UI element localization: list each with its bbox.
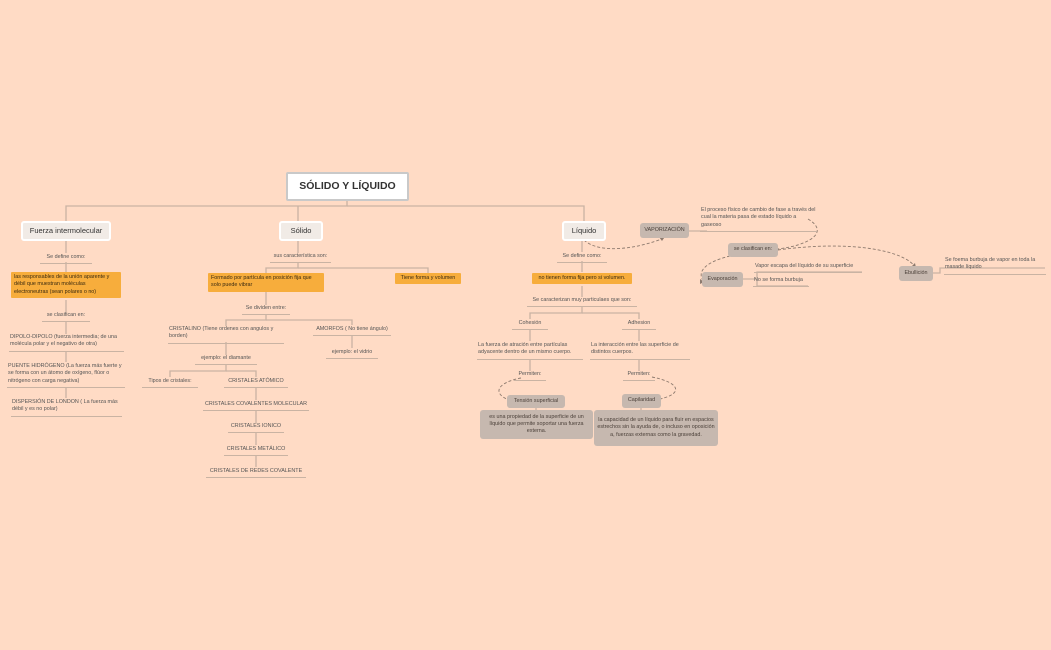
evaporacion[interactable]: Evaporación	[702, 272, 743, 287]
fuerza-definicion[interactable]: las responsables de la unión aparente y …	[11, 272, 121, 298]
solido-caracteristicas[interactable]: sus característica son:	[270, 253, 331, 264]
root-topic[interactable]: SÓLIDO Y LÍQUIDO	[286, 172, 409, 201]
cohesion-permiten[interactable]: Permiten:	[514, 371, 546, 382]
solido-amorfos[interactable]: AMORFOS ( No tiene ángulo)	[313, 326, 391, 337]
vaporizacion-definicion[interactable]: El proceso físico de cambio de fase a tr…	[700, 207, 817, 232]
ebullicion-definicion[interactable]: Se foema burbuja de vapor en toda la mas…	[944, 257, 1046, 275]
fuerza-puente-hidrogeno[interactable]: PUENTE HIDRÓGENO (La fuerza más fuerte y…	[7, 363, 125, 388]
fuerza-dispersion-london[interactable]: DISPERSIÓN DE LONDON ( La fuerza más déb…	[11, 399, 122, 417]
fuerza-se-define[interactable]: Se define como:	[40, 254, 92, 265]
adhesion-permiten[interactable]: Permiten:	[623, 371, 655, 382]
cristal-atomico[interactable]: CRISTALES ATÓMICO	[224, 378, 288, 389]
topic-fuerza-intermolecular[interactable]: Fuerza intermolecular	[21, 221, 111, 241]
vaporizacion[interactable]: VAPORIZACIÓN	[640, 223, 689, 238]
adhesion-definicion[interactable]: La interacción entre las superficie de d…	[590, 342, 690, 360]
liquido-adhesion[interactable]: Adhesion	[622, 320, 656, 331]
topic-liquido[interactable]: Líquido	[562, 221, 606, 241]
liquido-no-tienen-forma[interactable]: no tienen forma fija pero si volumen.	[532, 273, 632, 285]
solido-tiene-forma[interactable]: Tiene forma y volumen	[395, 273, 461, 285]
solido-se-dividen[interactable]: Se dividen entre:	[242, 305, 290, 316]
cristal-redes-covalente[interactable]: CRISTALES DE REDES COVALENTE	[206, 468, 306, 479]
ebullicion[interactable]: Ebullición	[899, 266, 933, 281]
tension-definicion[interactable]: es una propiedad de la superficie de un …	[480, 410, 593, 439]
solido-formado[interactable]: Formado por partícula en posición fija q…	[208, 273, 324, 292]
cristal-metalico[interactable]: CRISTALES METÁLICO	[224, 446, 288, 457]
fuerza-dipolo[interactable]: DIPOLO-DIPOLO (fuerza intermedia; de una…	[9, 334, 124, 352]
tension-superficial[interactable]: Tensión superficial	[507, 395, 565, 408]
liquido-cohesion[interactable]: Cohesión	[512, 320, 548, 331]
capilaridad[interactable]: Capilaridad	[622, 394, 661, 408]
topic-solido[interactable]: Sólido	[279, 221, 323, 241]
evaporacion-vapor-escapa[interactable]: Vapor escapa del líquido de su superfici…	[754, 263, 862, 274]
solido-cristalino[interactable]: CRISTALINO (Tiene ordenes con angulos y …	[168, 326, 284, 344]
solido-tipos-cristales[interactable]: Tipos de cristales:	[142, 378, 198, 389]
solido-ejemplo-vidrio[interactable]: ejemplo: el vidrio	[326, 349, 378, 360]
solido-ejemplo-diamante[interactable]: ejemplo: el diamante	[195, 355, 257, 366]
cohesion-definicion[interactable]: La fuerza de atración entre partículas a…	[477, 342, 583, 360]
capilaridad-definicion[interactable]: la capacidad de un líquido para fluir en…	[594, 410, 718, 446]
liquido-se-define[interactable]: Se define como:	[557, 253, 607, 264]
cristal-covalente-molecular[interactable]: CRISTALES COVALENTES MOLECULAR	[203, 401, 309, 412]
liquido-se-caracterizan[interactable]: Se caracterizan muy particulaes que son:	[527, 297, 637, 308]
evaporacion-no-burbuja[interactable]: No se forma burbuja	[753, 277, 809, 288]
cristal-ionico[interactable]: CRISTALES IONICO	[228, 423, 284, 434]
vaporizacion-se-clasifican[interactable]: se clasifican en:	[728, 243, 778, 257]
fuerza-se-clasifican[interactable]: se clasifican en:	[42, 312, 90, 323]
